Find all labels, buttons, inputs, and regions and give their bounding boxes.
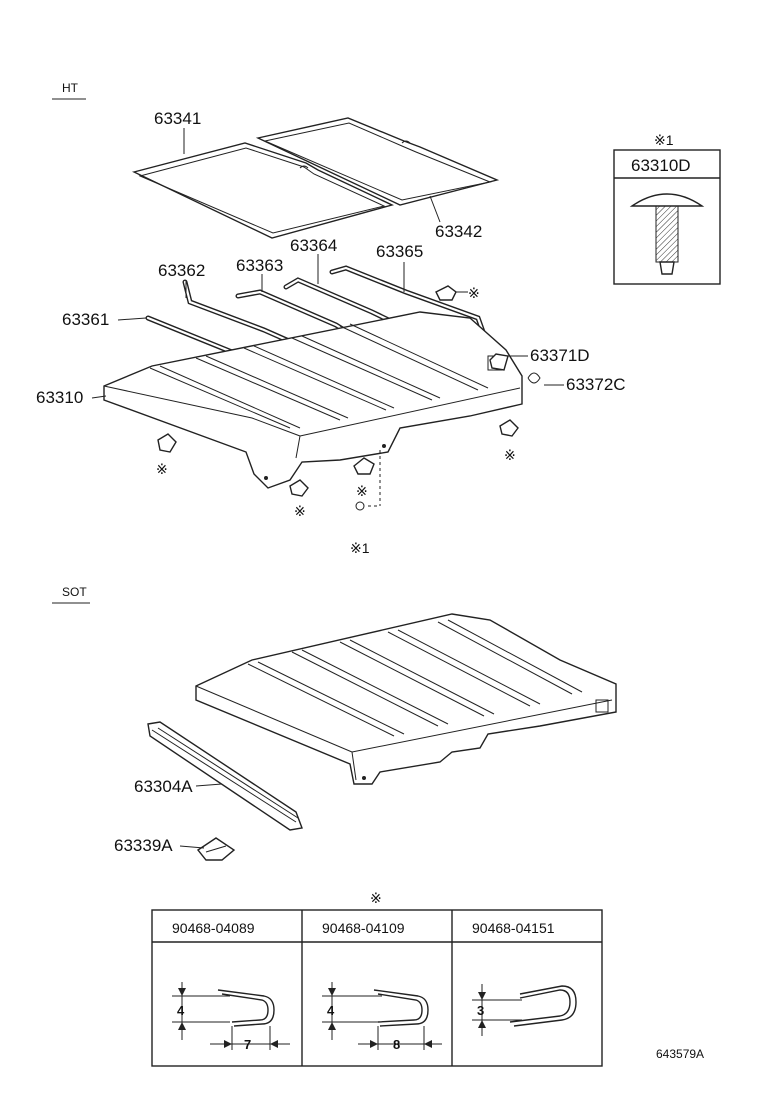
inset-63310D: ※1 63310D: [613, 132, 721, 285]
rail-63304A: [147, 721, 303, 831]
star-mark: ※: [356, 483, 368, 499]
panel-63342: [255, 117, 500, 206]
clip-table: ※ 90468-04089 90468-04109 90468-04151 4 …: [151, 890, 603, 1067]
section-ht-label: HT: [62, 81, 79, 95]
clip-part-3: 90468-04151: [472, 920, 555, 936]
label-63341: 63341: [154, 109, 201, 128]
clip-part-2: 90468-04109: [322, 920, 405, 936]
star-mark: ※: [294, 503, 306, 519]
part-labels-ht: 63341 63342 63362 63363 63364 63365 6336…: [36, 109, 626, 407]
clip-part-1: 90468-04089: [172, 920, 255, 936]
bracket-63339A: [196, 837, 236, 861]
inset-part: 63310D: [631, 156, 691, 175]
label-63361: 63361: [62, 310, 109, 329]
clip-table-title: ※: [370, 890, 382, 906]
figure-id: 643579A: [656, 1047, 704, 1061]
clip-height-3: 3: [477, 1003, 484, 1018]
clips-ht: [157, 285, 541, 511]
clip-height-2: 4: [327, 1003, 335, 1018]
clip-drawing-2: 4 8: [322, 982, 442, 1052]
part-labels-sot: 63304A 63339A: [114, 777, 223, 855]
section-sot-label: SOT: [62, 585, 87, 599]
section-ht: HT: [52, 81, 86, 100]
clip-height-1: 4: [177, 1003, 185, 1018]
label-63363: 63363: [236, 256, 283, 275]
clip-width-2: 8: [393, 1037, 400, 1052]
label-63362: 63362: [158, 261, 205, 280]
star-marks-ht: ※ ※ ※ ※ ※ ※1: [156, 285, 516, 556]
clip-width-1: 7: [244, 1037, 251, 1052]
callout-note-1: ※1: [350, 540, 370, 556]
roof-shell-63310: [103, 311, 523, 489]
inset-header: ※1: [654, 132, 674, 148]
roof-shell-sot: [195, 613, 617, 785]
label-63342: 63342: [435, 222, 482, 241]
label-63339A: 63339A: [114, 836, 173, 855]
clip-drawing-1: 4 7: [172, 982, 290, 1052]
section-sot: SOT: [52, 585, 90, 604]
star-mark: ※: [156, 461, 168, 477]
headliner-panels: [131, 117, 500, 239]
clip-drawing-3: 3: [472, 984, 577, 1036]
star-mark: ※: [504, 447, 516, 463]
label-63310: 63310: [36, 388, 83, 407]
label-63371D: 63371D: [530, 346, 590, 365]
label-63372C: 63372C: [566, 375, 626, 394]
star-mark: ※: [468, 285, 480, 301]
label-63304A: 63304A: [134, 777, 193, 796]
panel-63341: [131, 142, 395, 239]
label-63364: 63364: [290, 236, 337, 255]
label-63365: 63365: [376, 242, 423, 261]
